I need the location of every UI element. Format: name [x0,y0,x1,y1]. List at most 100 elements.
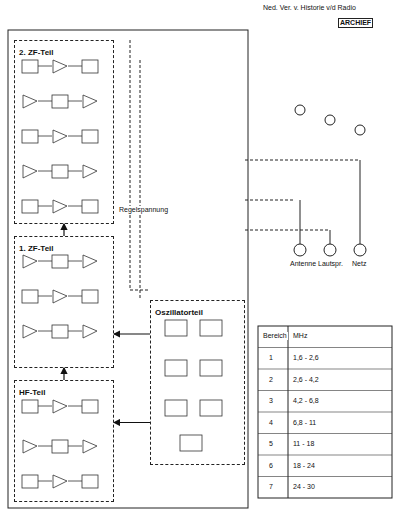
table-cell: MHz [292,332,308,340]
signal-wire [38,171,52,172]
signal-connector [114,333,150,334]
table-cell: 11 - 18 [292,440,315,448]
signal-label: Antenne [289,260,317,268]
stage-block [82,60,98,73]
signal-wire [68,136,82,137]
stage-block [22,130,38,143]
section-region: 1. ZF-Teil [14,236,114,368]
table-cell: 4 [268,419,274,427]
stage-block [22,200,38,213]
signal-connector [63,368,64,380]
section-title: 2. ZF-Teil [17,47,56,58]
amplifier-symbol [53,130,67,143]
section-title: Oszillatorteil [153,307,205,318]
signal-wire [68,481,82,482]
amplifier-symbol [83,440,97,453]
signal-wire [68,406,82,407]
signal-wire [38,261,52,262]
table-cell: 2,6 - 4,2 [292,376,320,384]
stage-block [52,325,68,338]
signal-wire [38,331,52,332]
table-rule [258,347,392,348]
signal-wire [38,66,52,67]
amplifier-symbol [23,255,37,268]
oscillator-block [165,360,187,376]
amplifier-symbol [83,95,97,108]
signal-wire [68,101,82,102]
stage-block [52,255,68,268]
signal-wire [38,296,52,297]
stage-block [52,440,68,453]
amplifier-symbol [53,200,67,213]
stage-block [22,475,38,488]
table-rule [258,412,392,413]
table-cell: 6,8 - 11 [292,419,317,427]
table-cell: 6 [268,462,274,470]
table-cell: 5 [268,440,274,448]
oscillator-block [165,400,187,416]
archive-stamp: ARCHIEF [338,18,373,28]
signal-wire [38,101,52,102]
stage-block [82,290,98,303]
table-rule [258,455,392,456]
section-title: 1. ZF-Teil [17,243,56,254]
amplifier-symbol [53,60,67,73]
signal-wire [38,406,52,407]
signal-wire [38,206,52,207]
amplifier-symbol [53,290,67,303]
amplifier-symbol [83,165,97,178]
stage-block [22,400,38,413]
signal-wire [68,446,82,447]
amplifier-symbol [83,325,97,338]
stage-block [52,95,68,108]
table-cell: 2 [268,376,274,384]
oscillator-block [200,360,222,376]
stage-block [22,290,38,303]
amplifier-symbol [83,255,97,268]
signal-wire [38,481,52,482]
signal-connector [114,422,150,423]
oscillator-block [200,400,222,416]
oscillator-block [180,435,202,451]
amplifier-symbol [23,325,37,338]
amplifier-symbol [23,165,37,178]
signal-wire [68,171,82,172]
table-cell: 7 [268,483,274,491]
signal-label: Lautspr. [317,260,344,268]
stage-block [82,400,98,413]
table-rule [258,433,392,434]
table-rule [258,476,392,477]
table-rule [258,369,392,370]
signal-wire [68,66,82,67]
signal-wire [38,446,52,447]
stage-block [82,130,98,143]
section-title: HF-Teil [17,387,48,398]
oscillator-block [165,320,187,336]
section-region: HF-Teil [14,380,114,502]
signal-connector [63,224,64,236]
watermark: Ned. Ver. v. Historie v/d Radio [262,4,357,12]
stage-block [82,475,98,488]
section-region: 2. ZF-Teil [14,40,114,224]
oscillator-block [200,320,222,336]
signal-label: Netz [351,260,367,268]
stage-block [52,165,68,178]
table-cell: 3 [268,397,274,405]
stage-block [82,200,98,213]
section-region: Oszillatorteil [150,300,245,465]
amplifier-symbol [53,475,67,488]
amplifier-symbol [23,95,37,108]
table-cell: 1 [268,354,274,362]
signal-wire [38,136,52,137]
amplifier-symbol [53,400,67,413]
frame [8,30,248,508]
table-cell: 4,2 - 6,8 [292,397,320,405]
table-cell: Bereich [262,332,288,340]
stage-block [22,60,38,73]
signal-wire [68,331,82,332]
table-cell: 24 - 30 [292,483,316,491]
signal-wire [68,296,82,297]
